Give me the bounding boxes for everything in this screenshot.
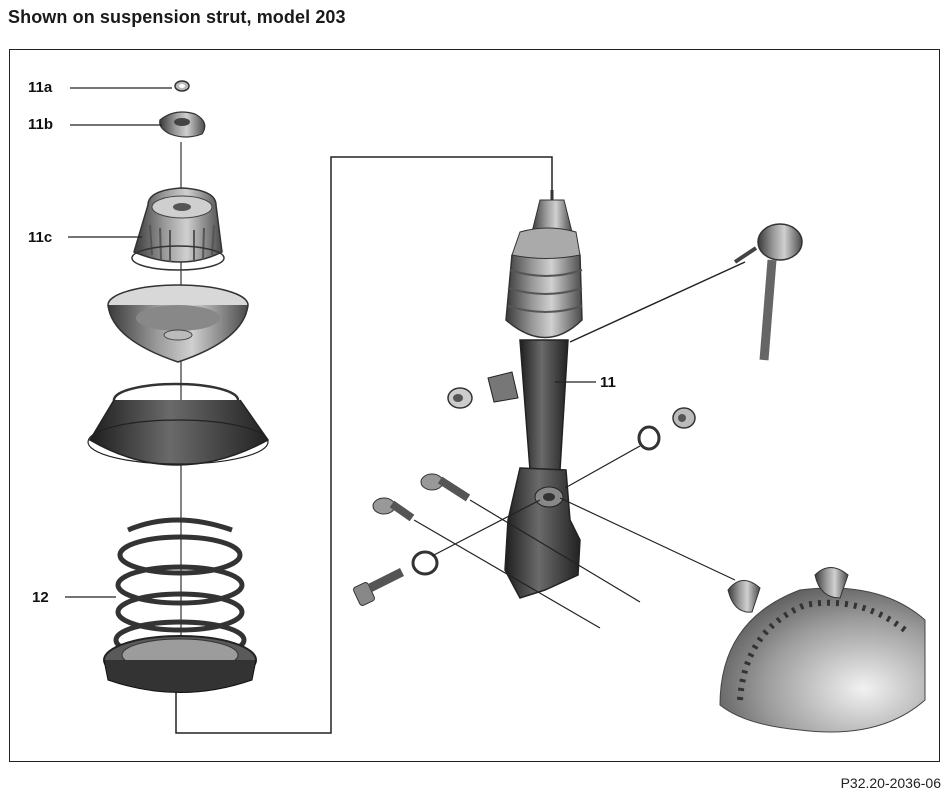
diagram-frame xyxy=(9,49,940,762)
suspension-strut-11 xyxy=(487,190,583,599)
bolt-lower xyxy=(353,567,405,606)
washer-right xyxy=(637,425,661,451)
brake-disc xyxy=(719,567,926,733)
callout-11c: 11c xyxy=(28,229,52,246)
bolt-upper xyxy=(420,473,471,502)
nut-left xyxy=(447,387,473,409)
dust-boot-cone xyxy=(87,382,270,466)
assembly-guide-line xyxy=(175,156,553,734)
guide-line-washer-lower xyxy=(431,499,541,557)
guide-line-washer xyxy=(564,445,641,489)
washer-11a xyxy=(174,80,190,92)
strut-mount-11c xyxy=(131,187,225,271)
lower-spring-seat xyxy=(103,635,257,693)
nut-11b xyxy=(159,111,206,138)
bolt-middle xyxy=(372,497,415,522)
guide-line-knuckle xyxy=(559,497,736,581)
stabilizer-link xyxy=(569,223,803,361)
figure-reference: P32.20-2036-06 xyxy=(840,775,941,791)
callout-12: 12 xyxy=(32,589,49,606)
callout-11b: 11b xyxy=(28,116,53,133)
diagram-title: Shown on suspension strut, model 203 xyxy=(8,7,346,27)
callout-11a: 11a xyxy=(28,79,53,96)
nut-right xyxy=(672,407,696,429)
washer-lower xyxy=(411,550,439,576)
callout-11: 11 xyxy=(600,374,616,391)
guide-line-bolt-upper xyxy=(469,499,641,603)
upper-spring-cup xyxy=(107,284,249,363)
guide-line-bolt-middle xyxy=(413,519,601,629)
